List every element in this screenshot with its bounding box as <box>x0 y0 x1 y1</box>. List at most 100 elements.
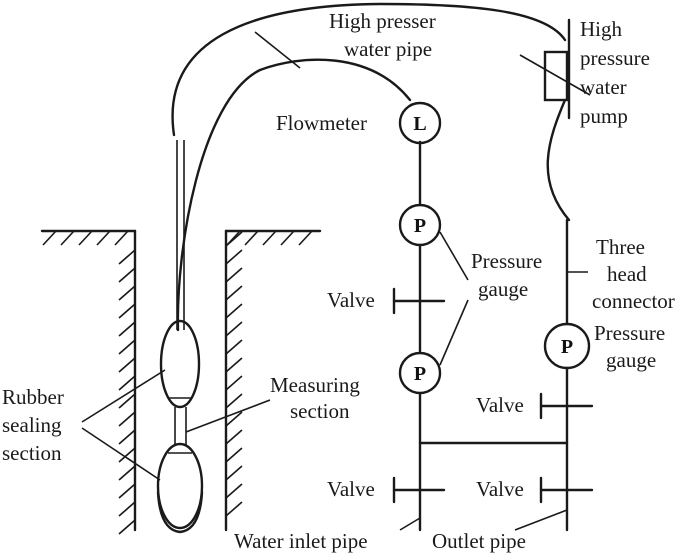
hatch-line <box>225 501 243 517</box>
label-pump-line2: pressure <box>580 46 650 70</box>
hatch-line <box>114 230 129 246</box>
pipe-outer-curve <box>171 2 567 137</box>
label-gauge-left-line1: Pressure <box>471 249 542 273</box>
hatch-line <box>118 465 136 481</box>
label-gauge-right-line2: gauge <box>606 348 656 372</box>
label-pump-line4: pump <box>580 104 628 128</box>
label-water-inlet-pipe: Water inlet pipe <box>234 529 368 553</box>
pressure-gauge-right-circle <box>543 322 591 370</box>
label-valve-lower-left: Valve <box>327 477 375 501</box>
pump-outlet-line <box>546 98 571 222</box>
pressure-gauge-right: P <box>543 322 591 370</box>
hatch-line <box>118 393 136 409</box>
high-pressure-water-pump <box>519 18 591 222</box>
hatch-line <box>298 230 313 246</box>
pressure-gauge-lower: P <box>398 351 442 395</box>
pump-arrow <box>519 54 591 96</box>
pressure-gauge-right-symbol: P <box>561 336 573 358</box>
inlet-line <box>418 140 569 532</box>
label-valve-lower-right: Valve <box>476 477 524 501</box>
pipe-inner-curve <box>176 58 412 332</box>
hatch-line <box>225 447 243 463</box>
hatch-line <box>118 321 136 337</box>
hatch-line <box>225 465 243 481</box>
label-gauge-left-line2: gauge <box>478 277 528 301</box>
label-measuring-line2: section <box>290 399 350 423</box>
high-pressure-water-pipe <box>171 2 567 332</box>
pressure-gauge-lower-symbol: P <box>414 363 426 385</box>
leader-outlet-pipe <box>514 509 568 531</box>
hatch-line <box>118 429 136 445</box>
label-pump-line3: water <box>580 75 627 99</box>
hatch-ground-left <box>42 230 129 246</box>
label-valve-upper-right: Valve <box>476 393 524 417</box>
label-valve-upper-left: Valve <box>327 288 375 312</box>
hatch-ground-right <box>226 230 313 246</box>
hatch-line <box>118 501 136 517</box>
hatch-line <box>225 483 243 499</box>
borehole <box>40 229 322 535</box>
leader-inlet-pipe <box>399 517 421 531</box>
hatch-line <box>225 357 243 373</box>
label-connector-line1: Three <box>596 235 645 259</box>
hatch-line <box>118 483 136 499</box>
label-connector-line3: connector <box>592 289 675 313</box>
hatch-line <box>118 303 136 319</box>
label-pipe-line2: water pipe <box>344 37 432 61</box>
hatch-line <box>96 230 111 246</box>
label-gauge-right-line1: Pressure <box>594 321 665 345</box>
text-labels: High presser water pipe High pressure wa… <box>2 9 675 553</box>
flowmeter: L <box>398 101 442 145</box>
hatch-line <box>78 230 93 246</box>
hatch-line <box>118 411 136 427</box>
hatch-line <box>225 321 243 337</box>
flowmeter-circle <box>398 101 442 145</box>
hatch-line <box>60 230 75 246</box>
label-pump-line1: High <box>580 17 623 41</box>
hatch-line <box>225 267 243 283</box>
rubber-packer-lower <box>156 442 204 530</box>
label-flowmeter: Flowmeter <box>276 111 367 135</box>
label-rubber-line1: Rubber <box>2 385 64 409</box>
hatch-line <box>225 249 243 265</box>
hatch-line <box>118 285 136 301</box>
label-measuring-line1: Measuring <box>270 373 360 397</box>
hatch-line <box>42 230 57 246</box>
hatch-line <box>225 339 243 355</box>
hatch-line <box>225 429 243 445</box>
hatch-wall-right <box>225 231 243 517</box>
hatch-line <box>225 231 243 247</box>
hatch-line <box>118 339 136 355</box>
hatch-line <box>118 447 136 463</box>
hatch-line <box>118 249 136 265</box>
outlet-line <box>565 218 588 532</box>
pump-body <box>543 50 569 102</box>
label-rubber-line2: sealing <box>2 413 62 437</box>
pressure-gauge-upper-symbol: P <box>414 215 426 237</box>
leader-gauge-lower <box>439 299 469 366</box>
valve-symbols <box>392 287 594 504</box>
hatch-line <box>225 393 243 409</box>
label-pipe-line1: High presser <box>329 9 436 33</box>
hatch-line <box>118 375 136 391</box>
pressure-gauge-upper: P <box>398 203 442 247</box>
leader-lines <box>81 231 568 531</box>
hatch-line <box>280 230 295 246</box>
flowmeter-symbol: L <box>413 113 426 135</box>
hatch-line <box>118 357 136 373</box>
hatch-line <box>118 267 136 283</box>
leader-measuring-section <box>185 399 271 433</box>
pressure-gauge-lower-circle <box>398 351 442 395</box>
label-rubber-line3: section <box>2 441 62 465</box>
pressure-gauge-upper-circle <box>398 203 442 247</box>
hatch-line <box>262 230 277 246</box>
hatch-line <box>225 375 243 391</box>
leader-gauge-upper <box>439 231 469 281</box>
hatch-wall-left <box>118 249 136 535</box>
leader-rubber-upper <box>81 369 166 423</box>
hatch-line <box>225 285 243 301</box>
rubber-packer-lower-rim <box>156 490 204 534</box>
label-outlet-pipe: Outlet pipe <box>432 529 526 553</box>
